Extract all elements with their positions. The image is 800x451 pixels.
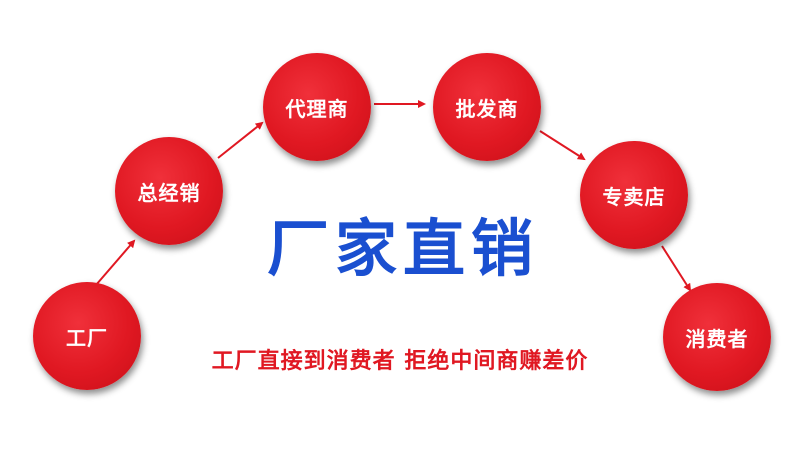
node-label: 总经销 <box>137 180 201 205</box>
arrow-wholesaler-to-store <box>539 130 586 161</box>
node-agent: 代理商 <box>263 53 371 161</box>
node-label: 代理商 <box>285 96 349 121</box>
node-wholesaler: 批发商 <box>433 53 541 161</box>
subtitle: 工厂直接到消费者 拒绝中间商赚差价 <box>211 349 589 374</box>
node-general-distributor: 总经销 <box>115 137 223 245</box>
arrow-store-to-consumer <box>661 245 692 292</box>
node-consumer: 消费者 <box>663 283 771 391</box>
node-label: 专卖店 <box>602 184 666 209</box>
node-factory: 工厂 <box>33 282 141 390</box>
main-title: 厂家直销 <box>266 212 539 285</box>
arrow-distributor-to-agent <box>217 121 264 159</box>
node-specialty-store: 专卖店 <box>580 141 688 249</box>
node-label: 消费者 <box>685 326 749 351</box>
node-label: 批发商 <box>455 96 519 121</box>
arrow-factory-to-distributor <box>95 239 136 286</box>
node-label: 工厂 <box>66 325 108 350</box>
